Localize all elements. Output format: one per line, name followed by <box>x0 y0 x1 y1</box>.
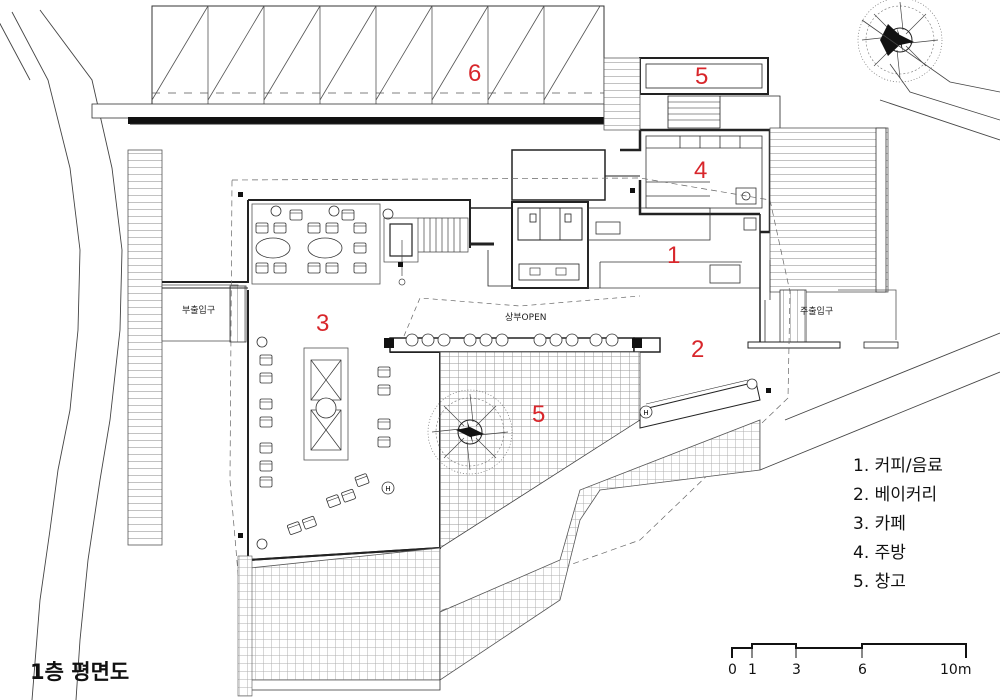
right-boundary <box>759 99 1000 471</box>
room-number-5-storage: 5 <box>695 63 709 90</box>
cafe-upper-zone <box>251 203 394 285</box>
void-stool-row <box>384 333 661 353</box>
site-boundary <box>0 9 123 700</box>
room-number-5-courtyard: 5 <box>532 401 546 428</box>
drawing-title: 1층 평면도 <box>30 660 130 684</box>
room-number-2: 2 <box>691 336 705 363</box>
room-number-3: 3 <box>316 310 330 337</box>
legend-item: 4. 주방 <box>853 543 906 563</box>
room-number-6: 6 <box>468 60 482 87</box>
room-number-1: 1 <box>667 242 681 269</box>
restrooms <box>487 201 589 289</box>
legend-item: 1. 커피/음료 <box>853 456 943 476</box>
side-entrance-label: 부출입구 <box>182 306 216 316</box>
scale-bar <box>731 643 967 658</box>
legend-item: 2. 베이커리 <box>853 485 938 505</box>
legend-item: 3. 카페 <box>853 514 906 534</box>
side-entrance-step <box>161 284 239 342</box>
room-number-4: 4 <box>694 157 708 184</box>
lower-terrace <box>237 419 761 697</box>
svg-text:H: H <box>643 409 648 417</box>
north-arrow-icon <box>880 24 905 56</box>
legend-item: 5. 창고 <box>853 572 906 592</box>
scale-tick: 10m <box>940 662 972 678</box>
scale-tick: 6 <box>858 662 867 678</box>
stair <box>383 217 469 286</box>
elevator-symbol-icon <box>381 481 395 495</box>
room-5-storage-top <box>603 57 781 131</box>
room-4-kitchen <box>645 135 763 231</box>
scale-tick: 3 <box>792 662 801 678</box>
room-3-cafe: H <box>247 290 441 562</box>
room-6-canopy <box>91 5 605 124</box>
scale-tick: 1 <box>748 662 757 678</box>
svg-text:H: H <box>385 485 390 493</box>
scale-tick: 0 <box>728 662 737 678</box>
left-deck <box>127 149 163 546</box>
main-entrance-label: 주출입구 <box>800 307 834 317</box>
room-legend: 1. 커피/음료 2. 베이커리 3. 카페 4. 주방 5. 창고 <box>853 452 943 597</box>
void-open-label: 상부OPEN <box>505 313 547 323</box>
room-5-courtyard: H <box>439 351 761 549</box>
right-deck <box>747 127 899 349</box>
